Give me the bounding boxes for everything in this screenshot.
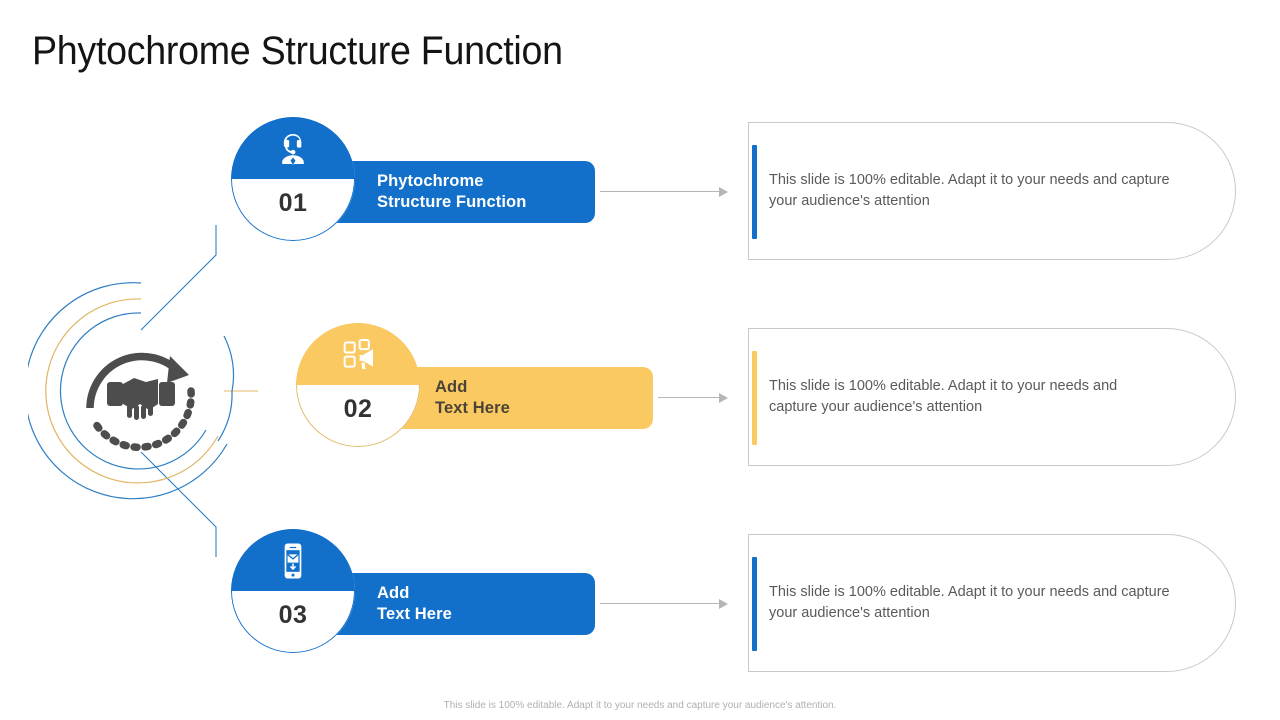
description-panel-2: This slide is 100% editable. Adapt it to…: [748, 328, 1236, 466]
panel-accent-bar-1: [752, 145, 757, 239]
page-title: Phytochrome Structure Function: [32, 29, 563, 73]
item-row-3: Add Text Here 03 This slide is 100% edit…: [0, 524, 1280, 694]
item-number-3: 03: [278, 601, 308, 629]
item-row-2: Add Text Here 02 This slide is 100% edit…: [0, 318, 1280, 488]
arrow-head-1: [719, 187, 728, 197]
arrow-line-1: [600, 191, 723, 192]
mobile-email-icon: [284, 543, 302, 579]
description-panel-1: This slide is 100% editable. Adapt it to…: [748, 122, 1236, 260]
item-badge-2[interactable]: 02: [296, 323, 420, 447]
handshake-cycle-icon: [86, 352, 195, 451]
arrow-head-2: [719, 393, 728, 403]
megaphone-broadcast-icon: [343, 339, 373, 370]
item-label-pill-1[interactable]: Phytochrome Structure Function: [325, 161, 595, 223]
panel-accent-bar-2: [752, 351, 757, 445]
item-label-text-1: Phytochrome Structure Function: [377, 172, 527, 211]
description-text-3: This slide is 100% editable. Adapt it to…: [769, 584, 1170, 621]
item-label-text-3: Add Text Here: [377, 584, 452, 623]
arrow-head-3: [719, 599, 728, 609]
item-number-1: 01: [278, 189, 308, 217]
item-label-pill-3[interactable]: Add Text Here: [325, 573, 595, 635]
hub-emblem: [28, 278, 254, 504]
description-panel-3: This slide is 100% editable. Adapt it to…: [748, 534, 1236, 672]
item-badge-3[interactable]: 03: [231, 529, 355, 653]
item-number-2: 02: [343, 395, 373, 423]
footer-note: This slide is 100% editable. Adapt it to…: [443, 700, 837, 711]
item-label-pill-2[interactable]: Add Text Here: [383, 367, 653, 429]
item-row-1: Phytochrome Structure Function 01 This s…: [0, 112, 1280, 282]
item-label-text-2: Add Text Here: [435, 378, 510, 417]
arrow-line-2: [658, 397, 723, 398]
description-text-2: This slide is 100% editable. Adapt it to…: [769, 378, 1118, 415]
arrow-line-3: [600, 603, 723, 604]
description-text-1: This slide is 100% editable. Adapt it to…: [769, 172, 1170, 209]
panel-accent-bar-3: [752, 557, 757, 651]
item-badge-1[interactable]: 01: [231, 117, 355, 241]
support-agent-icon: [282, 134, 304, 165]
